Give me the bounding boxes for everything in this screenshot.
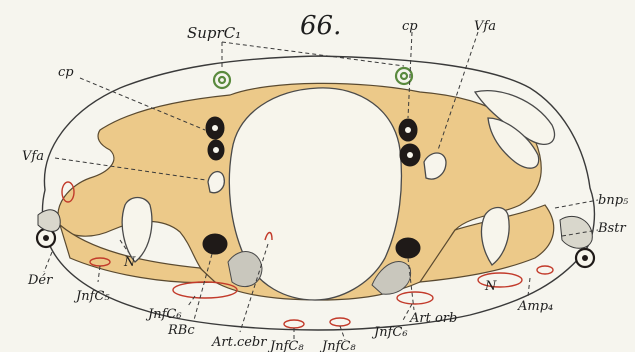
label-vfa-left: Vfa: [22, 149, 44, 164]
left-ear-tissue: [38, 210, 60, 232]
label-inf-c6-right: JnfC₆: [371, 325, 408, 340]
right-ear-tissue: [560, 216, 592, 248]
der-leader: [44, 252, 52, 272]
label-inf-c6-left: JnfC₆: [145, 307, 182, 322]
supr-c1-right-core: [401, 73, 407, 79]
label-n-right: N: [484, 279, 497, 294]
amp4-red-vessel: [537, 266, 553, 274]
cp-right-vessel-upper-lumen: [405, 127, 411, 133]
inf-c6-right-red-vessel: [397, 292, 433, 304]
left-hatched-muscle: [228, 252, 262, 287]
vfa-left-foramen: [208, 172, 224, 193]
art-orb-dark-vessel: [396, 238, 420, 258]
label-inf-c5: JnfC₅: [73, 289, 110, 304]
cp-left-vessel-lower-lumen: [213, 147, 219, 153]
right-ear-core: [582, 255, 588, 261]
label-rbc: RBc: [167, 323, 195, 338]
label-der: Dér: [27, 273, 53, 288]
label-supr-c1: SuprC₁: [187, 24, 241, 42]
label-bnp5: bnp₅: [598, 193, 629, 208]
inf-c8-b-red-vessel: [330, 318, 350, 326]
cp-right-vessel-lower-lumen: [407, 152, 413, 158]
label-art-cebr: Art.cebr: [211, 335, 267, 350]
label-vfa-right: Vfa: [474, 19, 496, 34]
supr-c1-left-ring: [214, 72, 230, 88]
label-amp4: Amp₄: [517, 299, 553, 314]
rbc-dark-vessel: [203, 234, 227, 254]
supr-c1-left-core: [219, 77, 225, 83]
supr-c1-leader-right: [222, 42, 404, 66]
label-n-left: N: [123, 255, 136, 270]
inf-c8-a-red-vessel: [284, 320, 304, 328]
left-ear-core: [43, 235, 49, 241]
label-cp-left: cp: [58, 65, 74, 80]
label-inf-c8-b: JnfC₈: [319, 339, 356, 352]
label-bstr: Bstr: [597, 221, 626, 236]
label-inf-c8-a: JnfC₈: [267, 339, 304, 352]
inf-c8-b-leader: [340, 326, 345, 340]
figure-number: 66.: [300, 11, 341, 41]
bnp5-leader: [555, 200, 598, 208]
inf-c6-left-red-vessel: [173, 282, 237, 298]
left-notch-cavity: [122, 198, 152, 263]
cp-left-vessel-upper-lumen: [212, 125, 218, 131]
label-cp-right: cp: [402, 19, 418, 34]
amp4-leader: [528, 278, 530, 296]
label-art-orb: Art orb: [409, 311, 457, 326]
